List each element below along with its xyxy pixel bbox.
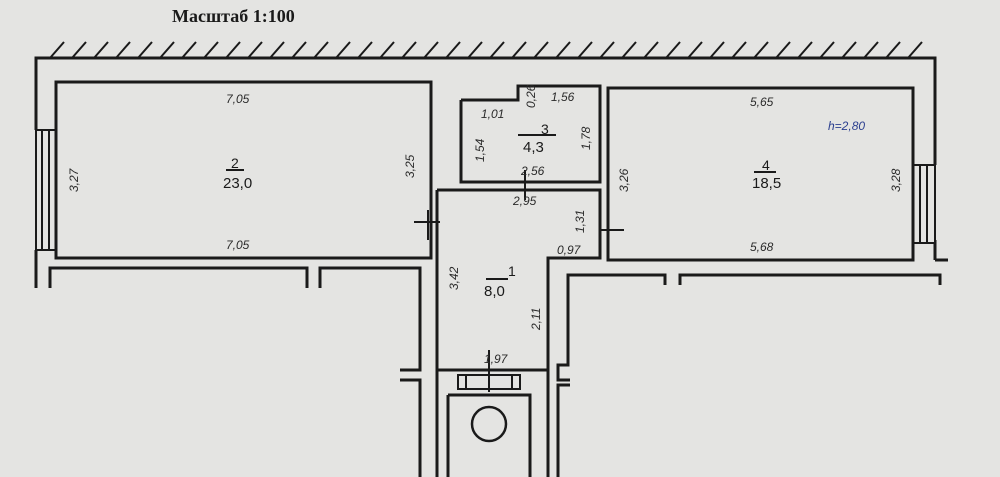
hatch-tick — [863, 41, 879, 59]
lower-right-walls — [556, 383, 570, 477]
dim-room-3-right: 1,78 — [579, 126, 593, 150]
room-3-outline — [459, 84, 602, 184]
hatch-tick — [291, 41, 307, 59]
room-1-label: 1 8,0 — [484, 263, 516, 300]
hatch-tick — [445, 41, 461, 59]
exterior-wall — [34, 56, 937, 165]
dim-hall-right: 2,11 — [529, 308, 543, 331]
room-2-outline — [54, 80, 433, 260]
room-area: 18,5 — [752, 175, 781, 192]
hatch-tick — [423, 41, 439, 59]
dim-room-4-top: 5,65 — [750, 95, 774, 109]
dim-room-2-top: 7,05 — [226, 92, 250, 106]
hatch-tick — [335, 41, 351, 59]
dim-hall-left: 3,42 — [447, 266, 461, 290]
dim-room-3-left: 1,54 — [473, 138, 487, 162]
hatch-tick — [93, 41, 109, 59]
hatch-tick — [687, 41, 703, 59]
hatch-tick — [533, 41, 549, 59]
shaft-block — [435, 350, 550, 477]
hatch-tick — [49, 41, 65, 59]
ceiling-height: h=2,80 — [828, 119, 865, 133]
room-area: 4,3 — [523, 139, 544, 156]
hatch-tick — [621, 41, 637, 59]
hatch-tick — [665, 41, 681, 59]
room-3-label: 3 4,3 — [518, 121, 556, 156]
hatch-tick — [247, 41, 263, 59]
hatch-tick — [577, 41, 593, 59]
hatch-tick — [643, 41, 659, 59]
hatch-tick — [709, 41, 725, 59]
room-area: 23,0 — [223, 175, 252, 192]
dim-room-4-left: 3,26 — [617, 168, 631, 192]
hatch-tick — [203, 41, 219, 59]
dim-room-3-b: 0,26 — [524, 84, 538, 108]
hatch-tick — [731, 41, 747, 59]
lower-left-walls-3 — [400, 378, 422, 477]
hatch-tick — [753, 41, 769, 59]
dim-hall-door: 1,31 — [573, 210, 587, 233]
hatch-tick — [269, 41, 285, 59]
dim-room-2-left: 3,27 — [67, 167, 81, 192]
dim-hall-bottom: 1,97 — [484, 352, 509, 366]
hatch-tick — [599, 41, 615, 59]
hatch-tick — [467, 41, 483, 59]
hatch-tick — [159, 41, 175, 59]
right-window — [912, 164, 936, 244]
ventilation-circle — [470, 405, 508, 443]
room-number: 4 — [762, 157, 770, 173]
dim-room-2-bottom: 7,05 — [226, 238, 250, 252]
hatch-tick — [379, 41, 395, 59]
hatch-tick — [181, 41, 197, 59]
hatch-tick — [401, 41, 417, 59]
hatch-tick — [137, 41, 153, 59]
room-area: 8,0 — [484, 283, 505, 300]
hatch-tick — [489, 41, 505, 59]
lower-right-walls-3 — [678, 273, 942, 285]
dim-room-4-bottom: 5,68 — [750, 240, 774, 254]
scale-title: Масштаб 1:100 — [172, 6, 295, 26]
hatch-tick — [511, 41, 527, 59]
lower-right-walls-2 — [556, 273, 667, 382]
hatch-tick — [225, 41, 241, 59]
exterior-wall-hatching — [40, 41, 935, 60]
lower-left-walls-2 — [318, 266, 422, 372]
hatch-tick — [819, 41, 835, 59]
hatch-tick — [797, 41, 813, 59]
dim-room-3-c: 1,56 — [551, 90, 575, 104]
room-number: 2 — [231, 155, 239, 171]
room-number: 3 — [541, 121, 549, 137]
hatch-tick — [555, 41, 571, 59]
room-4-label: 4 18,5 — [752, 157, 781, 192]
hatch-tick — [357, 41, 373, 59]
hatch-tick — [115, 41, 131, 59]
hatch-tick — [313, 41, 329, 59]
lower-left-walls — [48, 266, 309, 288]
hatch-tick — [907, 41, 923, 59]
dim-hall-top: 2,95 — [512, 194, 537, 208]
left-window — [35, 129, 57, 251]
room-number: 1 — [508, 263, 516, 279]
room-2-label: 2 23,0 — [223, 155, 252, 192]
dim-room-3-bottom: 2,56 — [520, 164, 545, 178]
dim-room-3-a: 1,01 — [481, 107, 504, 121]
room-4-outline — [606, 86, 915, 262]
dim-room-4-right: 3,28 — [889, 168, 903, 192]
dim-room-2-right: 3,25 — [403, 154, 417, 178]
hatch-tick — [841, 41, 857, 59]
hatch-tick — [885, 41, 901, 59]
hatch-tick — [71, 41, 87, 59]
hatch-tick — [775, 41, 791, 59]
dim-hall-step: 0,97 — [557, 243, 582, 257]
